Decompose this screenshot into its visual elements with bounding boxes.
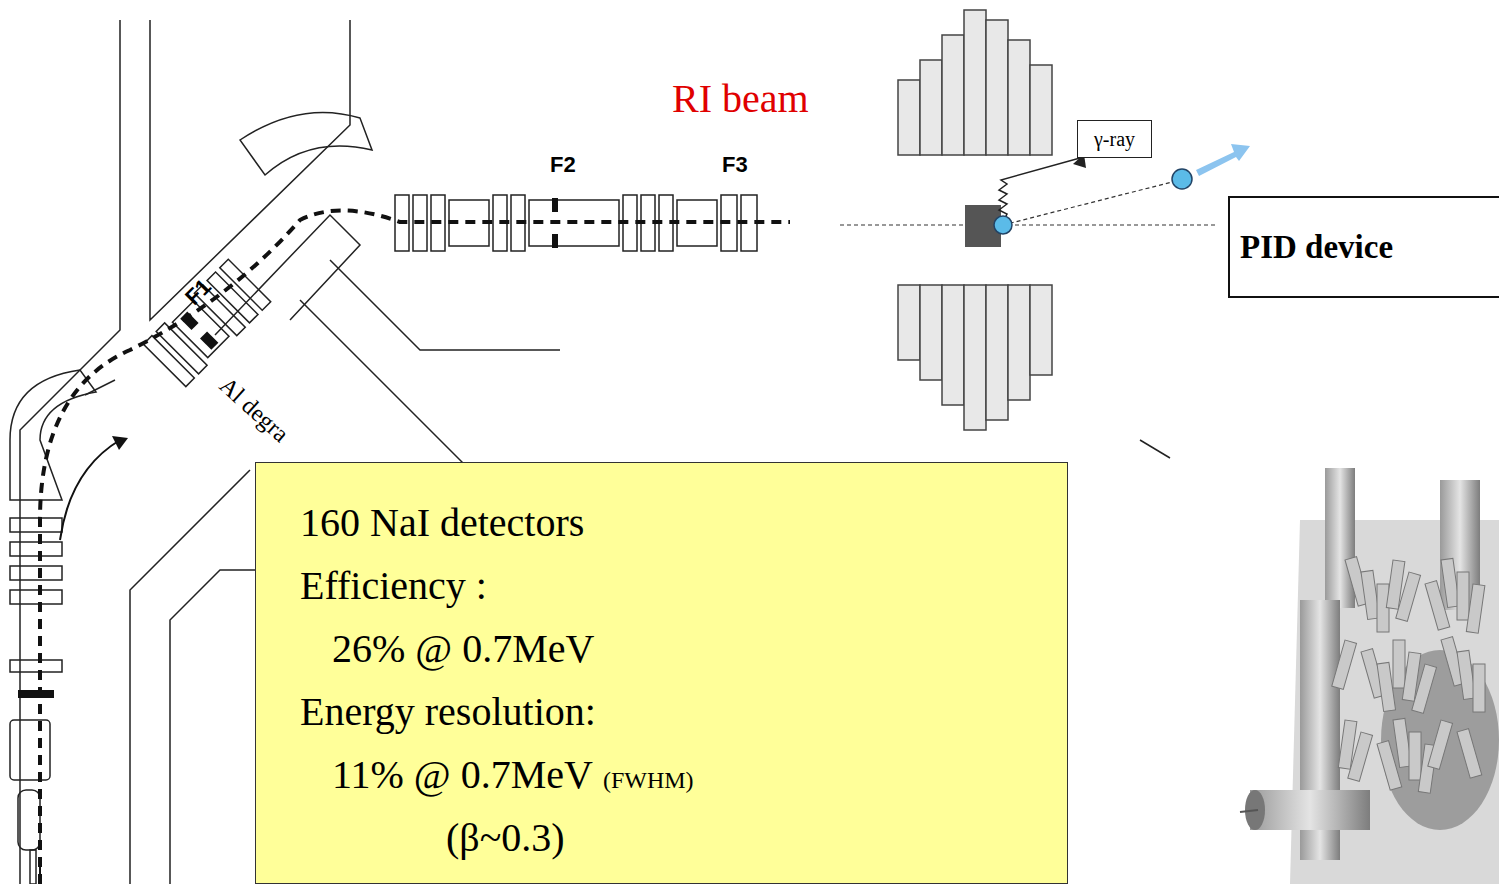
spec-text: 26% @ 0.7MeV xyxy=(332,626,594,671)
spec-text: Energy resolution: xyxy=(300,689,596,734)
crystal-stick xyxy=(1348,732,1373,781)
beam-arrow xyxy=(60,440,120,540)
crystal-stick xyxy=(1428,720,1453,769)
spec-text: (FWHM) xyxy=(603,767,694,793)
focal-label: F3 xyxy=(722,152,748,178)
focal-label: F2 xyxy=(550,152,576,178)
spec-line: 26% @ 0.7MeV xyxy=(332,625,594,672)
gamma-box: γ-ray xyxy=(1077,120,1152,158)
tick xyxy=(1140,440,1170,458)
crystal-stick xyxy=(1332,640,1357,689)
beam-axis xyxy=(840,224,1215,225)
crystal-stick xyxy=(1457,729,1482,778)
spec-text: 11% @ 0.7MeV xyxy=(332,752,593,797)
blue-arrow xyxy=(1196,144,1250,176)
focal-label: F1 xyxy=(180,274,217,311)
gamma-wave xyxy=(999,158,1080,222)
crystal-stick xyxy=(1457,572,1469,620)
degrader-label: Al degra xyxy=(214,372,294,448)
box-text: PID device xyxy=(1240,229,1393,266)
crystal-stick xyxy=(1466,584,1485,633)
crystal-stick xyxy=(1473,664,1485,712)
spec-line: Efficiency : xyxy=(300,562,487,609)
pid-box: PID device xyxy=(1228,196,1499,298)
crystal-sticks xyxy=(1332,557,1485,794)
fragment xyxy=(1172,169,1192,189)
spec-line: 160 NaI detectors xyxy=(300,499,584,546)
nai-array xyxy=(898,10,1052,430)
crystal-stick xyxy=(1412,664,1437,713)
spec-text: 160 NaI detectors xyxy=(300,500,584,545)
beam-label: RI beam xyxy=(672,75,809,122)
crystal-stick xyxy=(1409,732,1421,780)
spec-box: 160 NaI detectorsEfficiency : 26% @ 0.7Me… xyxy=(255,462,1068,884)
beam-entry xyxy=(39,860,41,884)
spec-text: (β~0.3) xyxy=(446,815,565,860)
beam-arrowhead xyxy=(112,436,128,450)
crystal-stick xyxy=(1396,572,1421,621)
detector-render xyxy=(1240,465,1499,884)
spec-line: Energy resolution: xyxy=(300,688,596,735)
spec-line: 11% @ 0.7MeV (FWHM) xyxy=(332,751,694,798)
spec-text: Efficiency : xyxy=(300,563,487,608)
crystal-stick xyxy=(1393,640,1405,688)
nucleus xyxy=(994,216,1012,234)
trajectory xyxy=(1003,180,1180,225)
box-text: γ-ray xyxy=(1094,128,1135,151)
spec-line: (β~0.3) xyxy=(446,814,565,861)
